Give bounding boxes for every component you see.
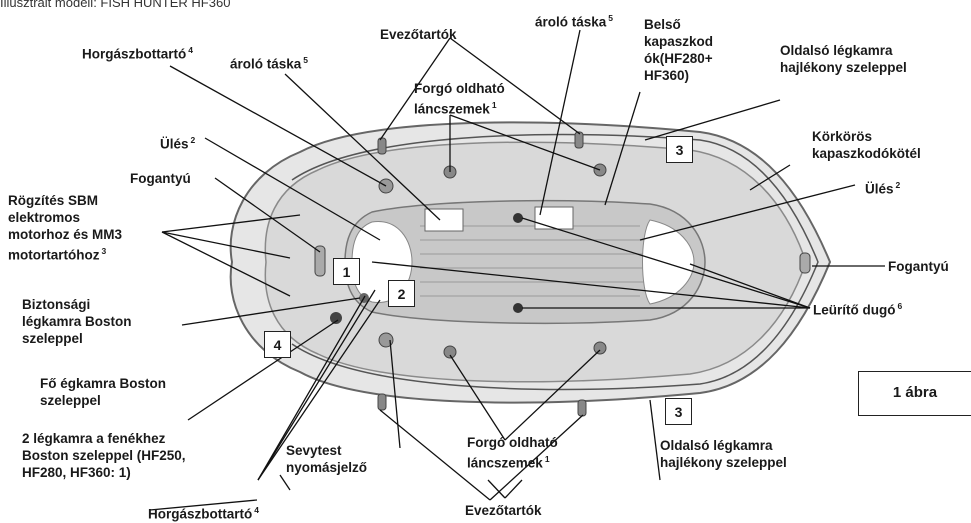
label-inner-grab-handles: Belső kapaszkod ók(HF280+ HF360): [644, 17, 714, 83]
oarlock-bottom-left: [377, 393, 387, 411]
label-main-chamber: Fő égkamra Boston szeleppel: [40, 376, 167, 408]
handle-right-shape: [799, 252, 811, 274]
oarlock-top-left: [377, 137, 387, 155]
label-pressure-gauge: Sevytest nyomásjelző: [286, 443, 368, 475]
figure-caption: Illusztrált modell: FISH HUNTER HF360: [0, 0, 231, 10]
label-floor-chambers: 2 légkamra a fenékhez Boston szeleppel (…: [22, 431, 186, 480]
number-box-3-top: 3: [666, 136, 693, 163]
number-box-3-bottom: 3: [665, 398, 692, 425]
number-box-1: 1: [333, 258, 360, 285]
floor-slats: [420, 225, 648, 297]
grab-rope: [291, 133, 819, 391]
label-oarlocks-top: Evezőtartók: [380, 27, 457, 42]
label-side-chamber-bottom: Oldalsó légkamra hajlékony szeleppel: [660, 438, 787, 470]
number-box-4: 4: [264, 331, 291, 358]
valve-main-shape: [330, 312, 342, 324]
handle-left-shape: [314, 245, 326, 277]
storage-bag-left-shape: [424, 208, 464, 232]
rod-holder-bottom-shape: [378, 332, 394, 348]
number-box-2: 2: [388, 280, 415, 307]
label-oarlocks-bottom: Evezőtartók: [465, 503, 542, 518]
storage-bag-right-shape: [534, 206, 574, 230]
label-motor-mount: Rögzítés SBM elektromos motorhoz és MM3 …: [8, 193, 123, 263]
label-side-chamber-top: Oldalsó légkamra hajlékony szeleppel: [780, 43, 907, 75]
label-handle-right: Fogantyú: [888, 259, 949, 274]
drain-plug-bottom-shape: [513, 303, 523, 313]
label-safety-chamber: Biztonsági légkamra Boston szeleppel: [22, 297, 132, 346]
leader-lines: [149, 29, 885, 511]
swivel-links: [443, 163, 607, 359]
label-perimeter-rope: Körkörös kapaszkodókötél: [812, 129, 921, 161]
seat-right-shape: [642, 219, 695, 305]
figure-label: 1 ábra: [858, 371, 971, 416]
drain-plug-top-shape: [513, 213, 523, 223]
oarlock-bottom-right: [577, 399, 587, 417]
oarlock-top-right: [574, 131, 584, 149]
label-handle-left: Fogantyú: [130, 171, 191, 186]
